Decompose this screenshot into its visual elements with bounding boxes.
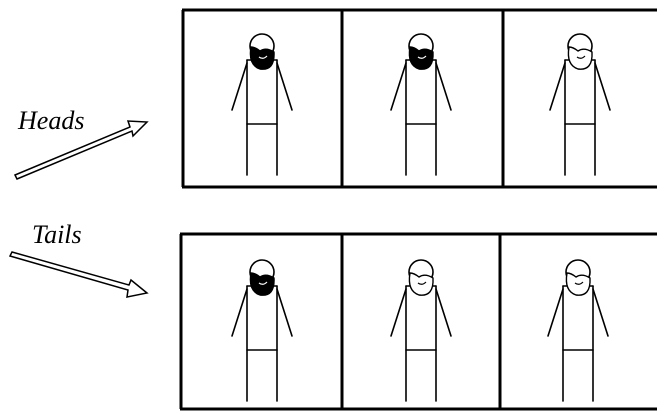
heads-figure-2 (391, 34, 451, 175)
tails-figure-1 (232, 260, 292, 401)
heads-arrow (15, 121, 147, 179)
tails-arrow (10, 252, 147, 297)
tails-figure-3 (548, 260, 608, 401)
heads-figure-1 (232, 34, 292, 175)
heads-figure-3 (550, 34, 610, 175)
tails-figure-2 (391, 260, 451, 401)
